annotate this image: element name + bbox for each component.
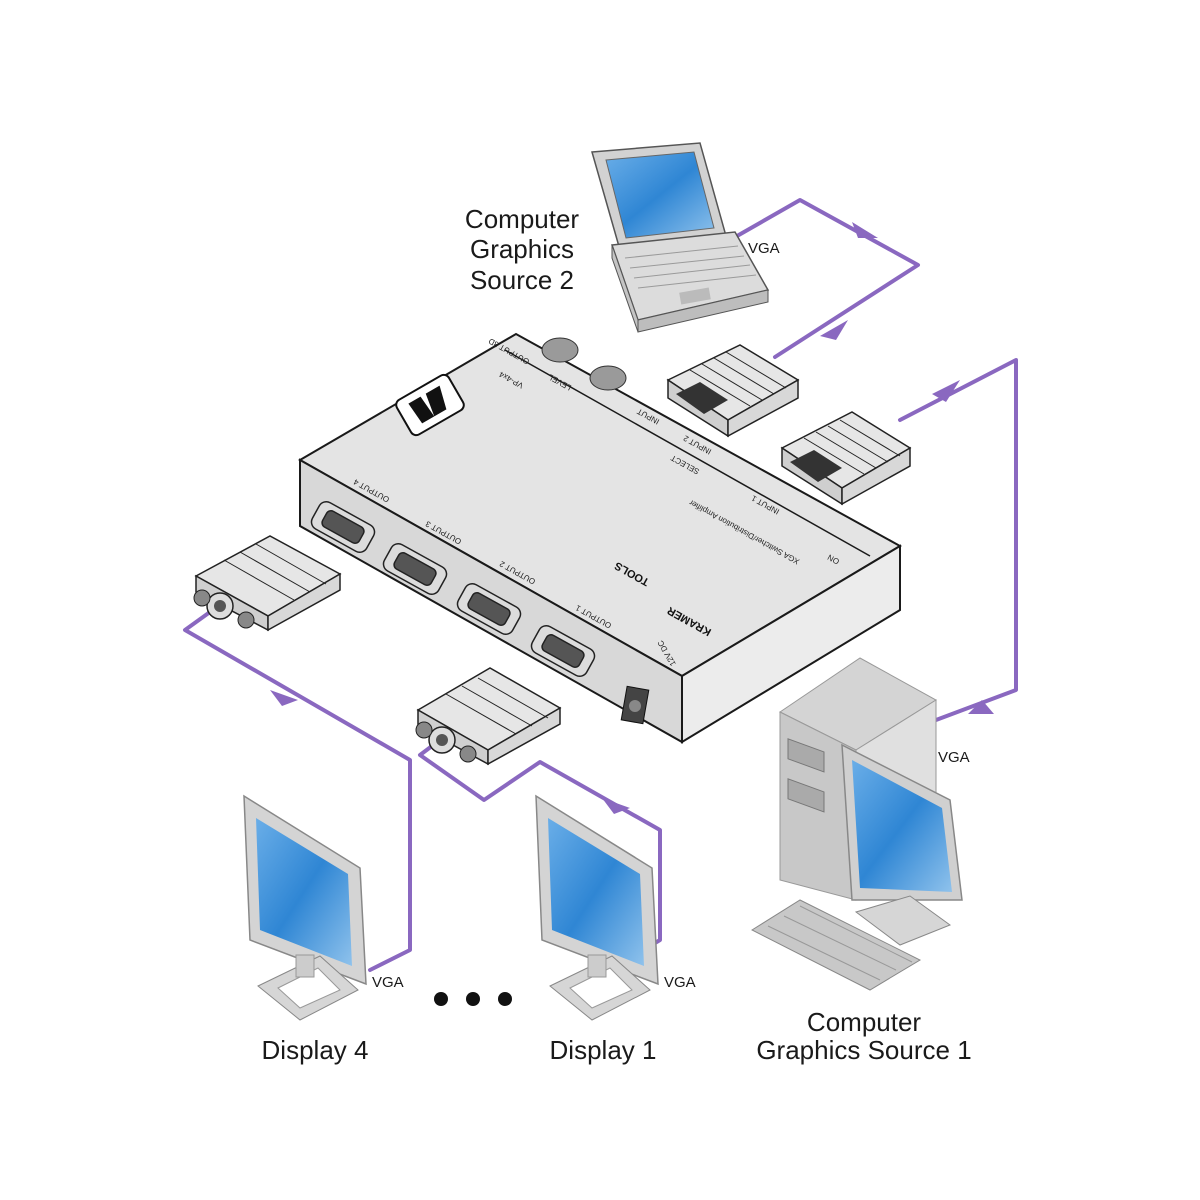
arrow-icon: [820, 320, 848, 340]
display1-label: Display 1: [550, 1035, 657, 1065]
output-ports: [310, 500, 596, 678]
arrow-icon: [968, 700, 994, 714]
arrow-icon: [852, 222, 878, 238]
display4-label: Display 4: [262, 1035, 369, 1065]
ellipsis-dots: [434, 992, 512, 1006]
source2-vga-label: VGA: [748, 240, 780, 257]
vga-connector-input1: [780, 411, 912, 506]
kramer-logo-icon: [395, 373, 465, 437]
switcher-device: OUTPUT 4 OUTPUT 3 OUTPUT 2 OUTPUT 1 KRAM…: [297, 332, 903, 744]
vga-connector-output1: [415, 667, 562, 766]
cable-arrows: [270, 222, 994, 814]
laptop-source2: [591, 142, 770, 333]
device-side: [681, 544, 901, 744]
display1-vga-label: VGA: [664, 974, 696, 991]
cable-source1-to-input1: [898, 358, 1018, 722]
cable-output1-to-display1: [418, 738, 662, 960]
source2-label-line1: Computer: [465, 204, 579, 234]
source1-vga-label: VGA: [938, 749, 970, 766]
arrow-icon: [932, 380, 960, 402]
monitor-display1: [535, 794, 659, 1021]
source1-label-line1: Computer: [807, 1007, 921, 1037]
desktop-source1: [750, 657, 963, 991]
arrow-icon: [602, 798, 630, 814]
source2-label-line3: Source 2: [470, 265, 574, 295]
source1-label-line2: Graphics Source 1: [756, 1035, 971, 1065]
display4-vga-label: VGA: [372, 974, 404, 991]
vga-connector-input2: [666, 344, 800, 438]
arrow-icon: [270, 690, 298, 706]
cable-output4-to-display4: [183, 610, 412, 972]
monitor-display4: [243, 794, 367, 1021]
source2-label-line2: Graphics: [470, 234, 574, 264]
vga-connector-output4: [193, 535, 342, 632]
